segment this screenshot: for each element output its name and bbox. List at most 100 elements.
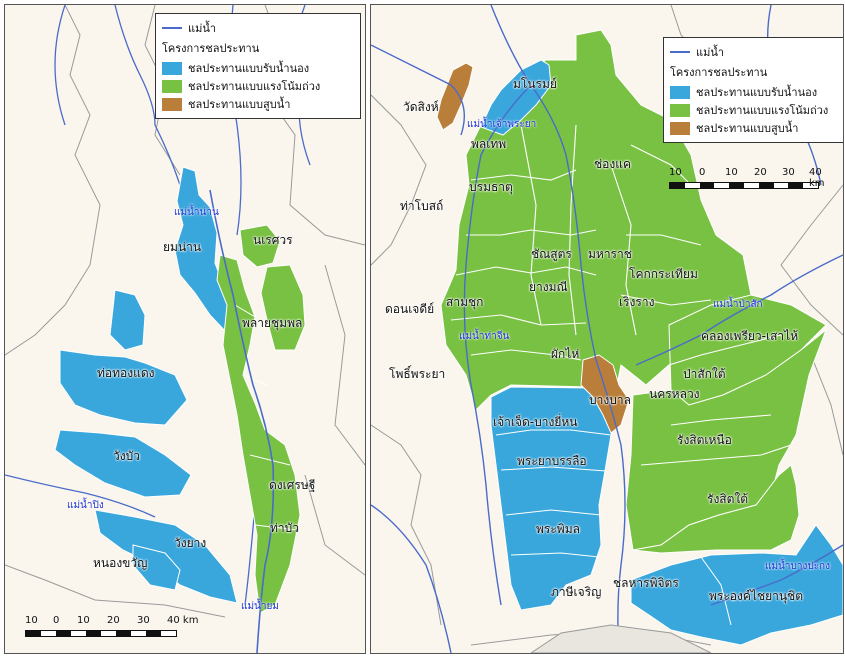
scale-tick: 20 xyxy=(107,615,120,626)
retention-tract-lines xyxy=(495,429,732,626)
area-label-wang-bua: วังบัว xyxy=(113,449,140,463)
tract-lines xyxy=(234,304,298,531)
scale-tick: 10 xyxy=(669,167,682,178)
right-map-panel: แม่น้ำ โครงการชลประทาน ชลประทานแบบรับน้ำ… xyxy=(370,4,844,654)
scale-tick: 0 xyxy=(53,615,60,626)
scale-segments xyxy=(25,630,177,637)
retention-areas xyxy=(54,166,238,604)
area-label-phraya-banlue: พระยาบรรลือ xyxy=(517,454,587,468)
pumping-swatch xyxy=(670,121,690,135)
river-label-bang-pakong: แม่น้ำบางปะกง xyxy=(765,561,830,572)
river-label-yom: แม่น้ำยม xyxy=(241,601,279,612)
area-label-chao-chet: เจ้าเจ็ด-บางยี่หน xyxy=(493,415,578,429)
scale-ticks: 10 0 10 20 30 40 km xyxy=(669,167,839,189)
area-label-wat-sing: วัดสิงห์ xyxy=(403,100,439,114)
tract-lines xyxy=(450,124,792,466)
scale-tick: 20 xyxy=(754,167,767,178)
area-label-khok-kra-thiam: โคกกระเทียม xyxy=(629,267,698,281)
area-label-rangsit-nuea: รังสิตเหนือ xyxy=(677,433,732,447)
river-label-chao-phraya: แม่น้ำเจ้าพระยา xyxy=(467,119,537,130)
area-label-don-chedi: ดอนเจดีย์ xyxy=(385,302,435,316)
legend-item-retention: ชลประทานแบบรับน้ำนอง xyxy=(670,83,843,101)
left-legend: แม่น้ำ โครงการชลประทาน ชลประทานแบบรับน้ำ… xyxy=(155,13,361,119)
area-label-chong-khae: ช่องแค xyxy=(594,157,631,171)
pumping-swatch xyxy=(162,97,182,111)
scale-tick: 40 km xyxy=(167,615,199,626)
river-label-ping: แม่น้ำปิง xyxy=(67,500,104,511)
area-label-yang-mani: ยางมณี xyxy=(529,280,568,294)
scale-tick: 10 xyxy=(77,615,90,626)
river-line-swatch xyxy=(162,27,182,29)
river-label-pa-sak: แม่น้ำป่าสัก xyxy=(713,299,763,310)
legend-item-retention: ชลประทานแบบรับน้ำนอง xyxy=(162,59,354,77)
legend-item-gravity: ชลประทานแบบแรงโน้มถ่วง xyxy=(670,101,843,119)
pumping-areas xyxy=(436,62,630,434)
scale-tick: 10 xyxy=(25,615,38,626)
area-label-phak-hai: ผักไห่ xyxy=(551,347,580,361)
area-label-chansut: ชัณสูตร xyxy=(531,247,572,261)
legend-item-label: ชลประทานแบบรับน้ำนอง xyxy=(696,86,818,99)
nan-river xyxy=(209,189,275,653)
area-label-naresuan: นเรศวร xyxy=(253,233,293,247)
retention-swatch xyxy=(670,85,690,99)
legend-item-label: ชลประทานแบบรับน้ำนอง xyxy=(188,62,310,75)
area-label-yom-nan: ยมน่าน xyxy=(163,240,202,254)
scale-tick: 30 xyxy=(782,167,795,178)
legend-river-label: แม่น้ำ xyxy=(188,22,217,35)
legend-item-label: ชลประทานแบบสูบน้ำ xyxy=(188,98,291,111)
river-lines xyxy=(371,5,843,653)
scale-ticks: 10 0 10 20 30 40 km xyxy=(25,615,213,628)
area-label-bang-ban: บางบาล xyxy=(589,393,631,407)
area-label-phraphimon: พระพิมล xyxy=(536,522,580,536)
legend-heading: โครงการชลประทาน xyxy=(670,66,768,79)
area-label-borommathat: บรมธาตุ xyxy=(469,180,513,194)
area-label-sam-chuk: สามชุก xyxy=(446,295,484,309)
area-label-maharat: มหาราช xyxy=(588,247,632,261)
legend-item-pumping: ชลประทานแบบสูบน้ำ xyxy=(162,95,354,113)
right-scale-bar: 10 0 10 20 30 40 km xyxy=(669,167,839,189)
gulf-area xyxy=(530,624,712,653)
area-label-tho-thong-daeng: ท่อทองแดง xyxy=(97,366,155,380)
area-label-pho-phraya: โพธิ์พระยา xyxy=(389,367,446,381)
area-label-rangsit-tai: รังสิตใต้ xyxy=(707,492,749,506)
area-label-roeng-rang: เริงราง xyxy=(619,295,655,309)
area-label-manorom: มโนรมย์ xyxy=(513,77,557,91)
scale-tick: 40 km xyxy=(809,167,825,189)
legend-river-row: แม่น้ำ xyxy=(162,19,354,37)
area-label-chon-han: ชลหารพิจิตร xyxy=(613,576,679,590)
legend-item-pumping: ชลประทานแบบสูบน้ำ xyxy=(670,119,843,137)
retention-swatch xyxy=(162,61,182,75)
area-label-phlai-chumphon: พลายชุมพล xyxy=(242,316,303,330)
river-line-swatch xyxy=(670,51,690,53)
area-label-nong-khwan: หนองขวัญ xyxy=(93,556,148,570)
legend-heading: โครงการชลประทาน xyxy=(162,42,260,55)
area-label-phasi-charoen: ภาษีเจริญ xyxy=(551,585,602,599)
legend-river-label: แม่น้ำ xyxy=(696,46,725,59)
gravity-swatch xyxy=(670,103,690,117)
river-label-tha-chin: แม่น้ำท่าจีน xyxy=(459,331,510,342)
area-label-pa-sak-tai: ป่าสักใต้ xyxy=(683,367,726,381)
area-label-nakhon-luang: นครหลวง xyxy=(649,387,700,401)
area-label-khlong-phriao: คลองเพรียว-เสาไห้ xyxy=(701,329,799,343)
gravity-swatch xyxy=(162,79,182,93)
left-map-canvas xyxy=(5,5,365,653)
area-label-wang-yang: วังยาง xyxy=(174,536,207,550)
legend-item-label: ชลประทานแบบแรงโน้มถ่วง xyxy=(188,80,321,93)
right-legend: แม่น้ำ โครงการชลประทาน ชลประทานแบบรับน้ำ… xyxy=(663,37,843,143)
scale-tick: 0 xyxy=(699,167,706,178)
legend-item-label: ชลประทานแบบแรงโน้มถ่วง xyxy=(696,104,829,117)
area-label-phonlathep: พลเทพ xyxy=(471,137,507,151)
gravity-areas xyxy=(216,224,306,614)
scale-tick: 10 xyxy=(725,167,738,178)
left-map-panel: แม่น้ำ โครงการชลประทาน ชลประทานแบบรับน้ำ… xyxy=(4,4,366,654)
legend-river-row: แม่น้ำ xyxy=(670,43,843,61)
area-label-tha-bot: ท่าโบสถ์ xyxy=(400,199,444,213)
scale-tick: 30 xyxy=(137,615,150,626)
scale-segments xyxy=(669,182,819,189)
area-label-dong-setthi: ดงเศรษฐี xyxy=(269,478,316,492)
area-label-phra-ong-chai: พระองค์ไชยานุชิต xyxy=(709,589,803,603)
area-label-tha-bua: ท่าบัว xyxy=(270,521,300,535)
river-label-nan: แม่น้ำน่าน xyxy=(174,207,219,218)
left-scale-bar: 10 0 10 20 30 40 km xyxy=(25,615,213,637)
legend-item-gravity: ชลประทานแบบแรงโน้มถ่วง xyxy=(162,77,354,95)
